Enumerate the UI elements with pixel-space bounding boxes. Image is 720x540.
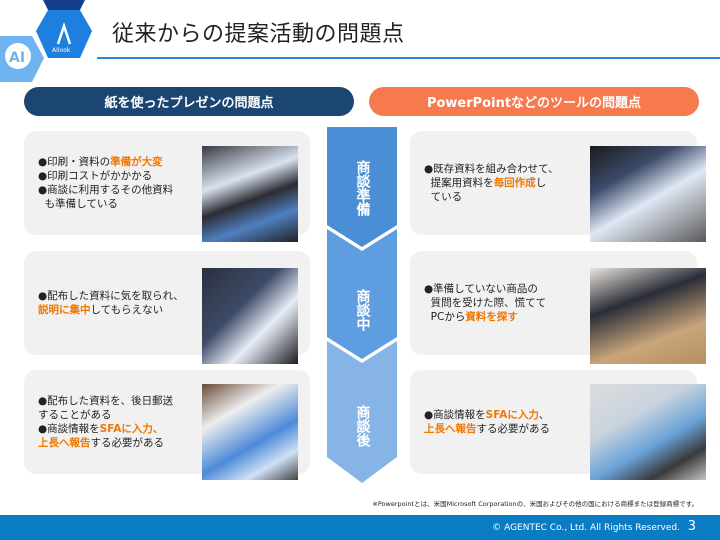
stage-label-during: 商談中	[354, 289, 371, 331]
issue-line: ●配布した資料を、後日郵送	[38, 394, 200, 408]
issue-text: ●既存資料を組み合わせて、 提案用資料を毎回作成し ている	[424, 131, 587, 235]
issue-line: も準備している	[38, 197, 200, 211]
office-desk-photo	[590, 384, 706, 480]
text-segment: ている	[424, 191, 463, 203]
issue-line: ●既存資料を組み合わせて、	[424, 162, 587, 176]
highlight-text: 説明に集中	[38, 304, 91, 316]
text-segment: する必要がある	[90, 437, 165, 449]
highlight-text: SFAに入力、	[99, 423, 164, 435]
text-segment: ●準備していない商品の	[424, 283, 538, 295]
logo-brand-text: AIlook	[52, 47, 71, 54]
text-segment: PCから	[424, 311, 466, 323]
tool-issues-heading: PowerPointなどのツールの問題点	[369, 87, 699, 116]
highlight-text: 上長へ報告	[424, 423, 477, 435]
highlight-text: 資料を探す	[465, 311, 518, 323]
text-segment: ●印刷・資料の	[38, 156, 111, 168]
text-segment: 提案用資料を	[424, 177, 494, 189]
text-segment: 質問を受けた際、慌てて	[424, 297, 547, 309]
text-segment: ●商談に利用するその他資料	[38, 184, 174, 196]
text-segment: ●既存資料を組み合わせて、	[424, 163, 559, 175]
issue-text: ●準備していない商品の 質問を受けた際、慌てて PCから資料を探す	[424, 251, 587, 355]
issue-line: することがある	[38, 408, 200, 422]
text-segment: も準備している	[38, 198, 118, 210]
footer: © AGENTEC Co., Ltd. All Rights Reserved.…	[0, 515, 720, 540]
issue-line: ●印刷コストがかかかる	[38, 169, 200, 183]
issue-line: ●商談情報をSFAに入力、	[38, 422, 200, 436]
copyright: © AGENTEC Co., Ltd. All Rights Reserved.	[492, 523, 680, 533]
issue-line: 質問を受けた際、慌てて	[424, 296, 587, 310]
text-segment: ●商談情報を	[424, 409, 486, 421]
issue-line: ●準備していない商品の	[424, 282, 587, 296]
text-segment: 、	[538, 409, 550, 421]
issue-text: ●商談情報をSFAに入力、上長へ報告する必要がある	[424, 370, 587, 474]
page-title: 従来からの提案活動の問題点	[112, 22, 405, 47]
stage-1-shape	[327, 127, 397, 247]
text-segment: ●印刷コストがかかかる	[38, 170, 153, 182]
highlight-text: 準備が大変	[110, 156, 163, 168]
laptop-powerpoint-photo	[590, 146, 706, 242]
text-segment: ●商談情報を	[38, 423, 100, 435]
issue-line: ●配布した資料に気を取られ、	[38, 289, 200, 303]
ai-logo-text: AI	[9, 50, 25, 66]
laptop-typing-photo	[590, 268, 706, 364]
issue-line: 上長へ報告する必要がある	[424, 422, 587, 436]
issue-text: ●配布した資料に気を取られ、説明に集中してもらえない	[38, 251, 200, 355]
issue-line: ●商談情報をSFAに入力、	[424, 408, 587, 422]
issue-line: 提案用資料を毎回作成し	[424, 176, 587, 190]
highlight-text: SFAに入力	[485, 409, 539, 421]
highlight-text: 毎回作成	[493, 177, 536, 189]
stage-3-shape	[327, 341, 397, 483]
logo-hex-top	[43, 0, 85, 10]
logo-hex-brand	[36, 10, 92, 58]
issue-line: 説明に集中してもらえない	[38, 303, 200, 317]
paper-issues-heading: 紙を使ったプレゼンの問題点	[24, 87, 354, 116]
stage-2-shape	[327, 229, 397, 359]
issue-text: ●配布した資料を、後日郵送することがある●商談情報をSFAに入力、上長へ報告する…	[38, 370, 200, 474]
issue-line: ている	[424, 190, 587, 204]
text-segment: することがある	[38, 409, 112, 421]
text-segment: する必要がある	[476, 423, 551, 435]
text-segment: ●配布した資料を、後日郵送	[38, 395, 174, 407]
text-segment: ●配布した資料に気を取られ、	[38, 290, 184, 302]
stage-label-preparation: 商談準備	[354, 159, 371, 216]
issue-line: 上長へ報告する必要がある	[38, 436, 200, 450]
stage-chevrons	[327, 127, 397, 483]
page-number: 3	[687, 519, 696, 534]
issue-text: ●印刷・資料の準備が大変●印刷コストがかかかる●商談に利用するその他資料 も準備…	[38, 131, 200, 235]
highlight-text: 上長へ報告	[38, 437, 91, 449]
reading-brochure-photo	[202, 268, 298, 364]
stage-label-after: 商談後	[354, 405, 371, 447]
text-segment: し	[535, 177, 547, 189]
issue-line: PCから資料を探す	[424, 310, 587, 324]
issue-line: ●商談に利用するその他資料	[38, 183, 200, 197]
brochures-photo	[202, 384, 298, 480]
title-divider	[97, 57, 720, 59]
trademark-note: ※Powerpointとは、米国Microsoft Corporationの、米…	[372, 500, 698, 508]
printed-materials-photo	[202, 146, 298, 242]
issue-line: ●印刷・資料の準備が大変	[38, 155, 200, 169]
logo: AIlook AI	[0, 0, 92, 82]
text-segment: してもらえない	[90, 304, 164, 316]
